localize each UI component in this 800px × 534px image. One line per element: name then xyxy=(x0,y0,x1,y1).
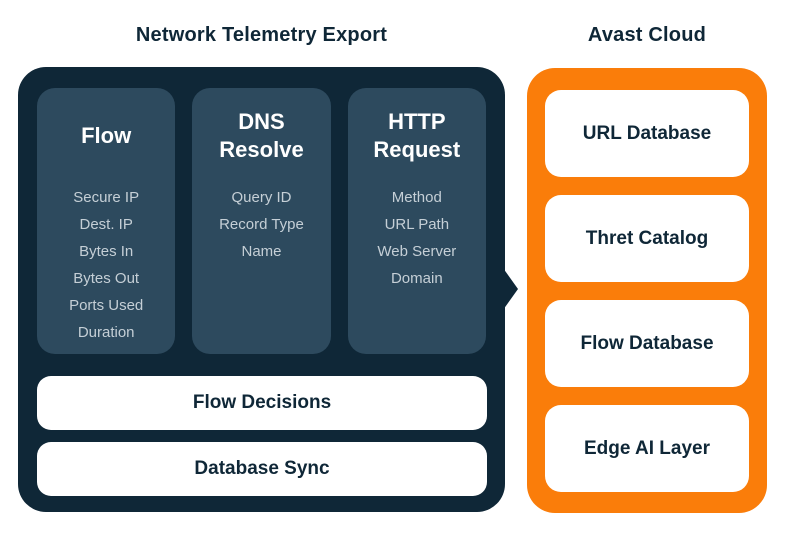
column-item: Record Type xyxy=(219,216,304,233)
column-item: Duration xyxy=(77,324,135,341)
column-item: Secure IP xyxy=(73,189,140,206)
column-item: Bytes Out xyxy=(73,270,140,287)
column-item: Web Server Domain xyxy=(377,243,457,287)
arrow-right-icon xyxy=(503,268,518,310)
column-flow-header: Flow xyxy=(81,123,132,149)
column-item: Name xyxy=(241,243,282,260)
card-thret-catalog: Thret Catalog xyxy=(545,195,749,282)
column-http-request-header: HTTP Request xyxy=(373,109,461,162)
telemetry-title: Network Telemetry Export xyxy=(135,24,388,46)
card-url-database: URL Database xyxy=(545,90,749,177)
column-item: URL Path xyxy=(384,216,450,233)
bar-flow-decisions: Flow Decisions xyxy=(37,376,487,430)
card-edge-ai-layer: Edge AI Layer xyxy=(545,405,749,492)
bar-database-sync: Database Sync xyxy=(37,442,487,496)
cloud-title: Avast Cloud xyxy=(587,24,707,46)
column-item: Query ID xyxy=(231,189,292,206)
column-item: Bytes In xyxy=(79,243,134,260)
column-item: Method xyxy=(391,189,442,206)
column-item: Ports Used xyxy=(69,297,144,314)
column-item: Dest. IP xyxy=(79,216,133,233)
column-dns-resolve-header: DNS Resolve xyxy=(219,109,304,162)
cloud-panel: URL Database Thret Catalog Flow Database… xyxy=(527,68,767,513)
card-flow-database: Flow Database xyxy=(545,300,749,387)
